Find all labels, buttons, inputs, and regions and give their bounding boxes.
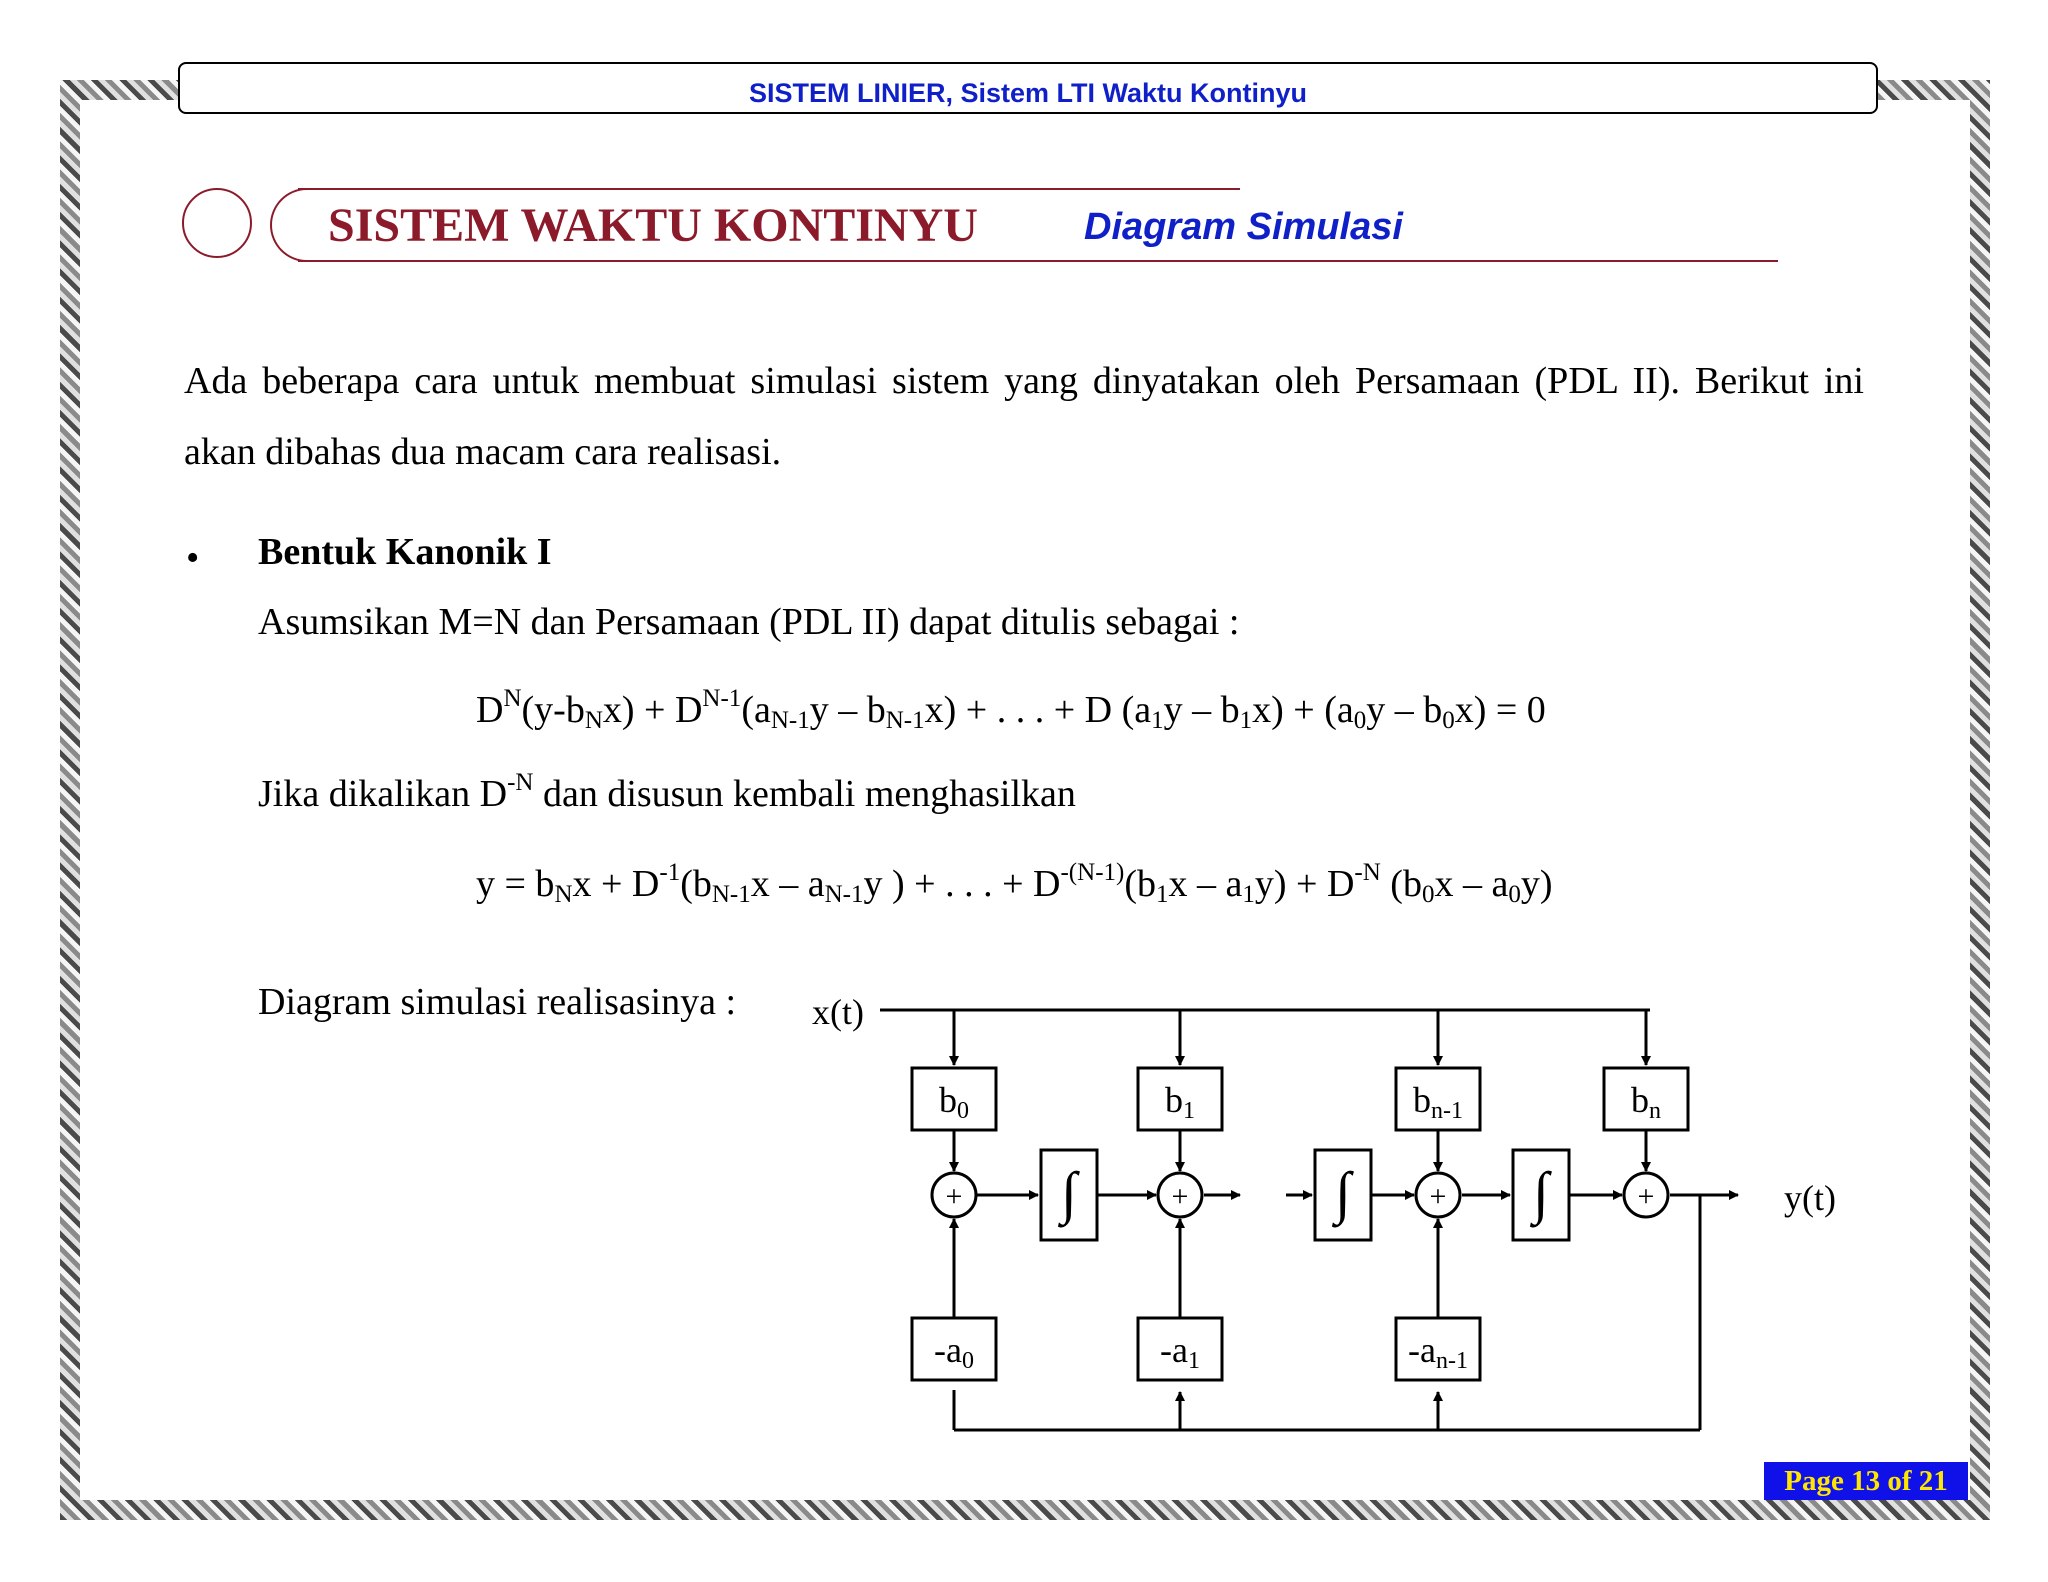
equation-1: DN(y-bNx) + DN-1(aN-1y – bN-1x) + . . . … [476, 685, 1546, 734]
gain-box-a1 [1136, 1316, 1224, 1382]
bullet-heading: Bentuk Kanonik I [258, 531, 552, 573]
sum-junction-2 [1414, 1171, 1462, 1219]
integral-symbol-2: ∫ [1331, 1160, 1354, 1228]
gain-box-a0 [910, 1316, 998, 1382]
section-subtitle: Diagram Simulasi [1084, 206, 1403, 248]
multiply-text: Jika dikalikan D-N dan disusun kembali m… [258, 769, 1076, 815]
title-rule-bottom [298, 260, 1778, 262]
page-frame [60, 80, 1990, 1520]
integrator-2 [1313, 1148, 1373, 1242]
gain-box-an-1 [1394, 1316, 1482, 1382]
gain-box-bn-1 [1394, 1066, 1482, 1132]
gain-label-an-1: -an-1 [1408, 1330, 1468, 1374]
assumption-text: Asumsikan M=N dan Persamaan (PDL II) dap… [258, 601, 1240, 643]
gain-label-a0: -a0 [934, 1330, 974, 1374]
intro-paragraph: Ada beberapa cara untuk membuat simulasi… [184, 360, 1864, 473]
sum-sign-0: + [946, 1180, 963, 1213]
integral-symbol-3: ∫ [1529, 1160, 1552, 1228]
gain-box-b0 [910, 1066, 998, 1132]
sum-junction-0 [930, 1171, 978, 1219]
running-header: SISTEM LINIER, Sistem LTI Waktu Kontinyu [178, 62, 1878, 114]
gain-label-bn: bn [1631, 1080, 1661, 1124]
sum-junction-3 [1622, 1171, 1670, 1219]
title-circle-ornament [182, 188, 252, 258]
sum-sign-3: + [1638, 1180, 1655, 1213]
integrator-3 [1511, 1148, 1571, 1242]
section-title-block: SISTEM WAKTU KONTINYU Diagram Simulasi [180, 186, 1778, 266]
bullet-marker: • [186, 537, 200, 579]
simulation-block-diagram: x(t) y(t) + + + + ∫ ∫ ∫ b0 b1 bn-1 bn -a… [812, 992, 1836, 1432]
gain-box-b1 [1136, 1066, 1224, 1132]
sum-junction-1 [1156, 1171, 1204, 1219]
title-arc-ornament [270, 188, 330, 262]
gain-box-bn [1602, 1066, 1690, 1132]
sum-sign-1: + [1172, 1180, 1189, 1213]
integral-symbol-1: ∫ [1057, 1160, 1080, 1228]
output-label: y(t) [1784, 1178, 1836, 1218]
equation-2: y = bNx + D-1(bN-1x – aN-1y ) + . . . + … [476, 859, 1553, 908]
gain-label-bn-1: bn-1 [1413, 1080, 1463, 1124]
title-rule-top [298, 188, 1240, 190]
section-title: SISTEM WAKTU KONTINYU [328, 199, 978, 252]
page-number-badge: Page 13 of 21 [1764, 1462, 1968, 1500]
input-label: x(t) [812, 992, 864, 1032]
gain-label-a1: -a1 [1160, 1330, 1200, 1374]
integrator-1 [1039, 1148, 1099, 1242]
gain-label-b0: b0 [939, 1080, 969, 1124]
diagram-label: Diagram simulasi realisasinya : [258, 981, 737, 1023]
gain-label-b1: b1 [1165, 1080, 1195, 1124]
running-header-title: SISTEM LINIER, Sistem LTI Waktu Kontinyu [748, 77, 1308, 108]
sum-sign-2: + [1430, 1180, 1447, 1213]
